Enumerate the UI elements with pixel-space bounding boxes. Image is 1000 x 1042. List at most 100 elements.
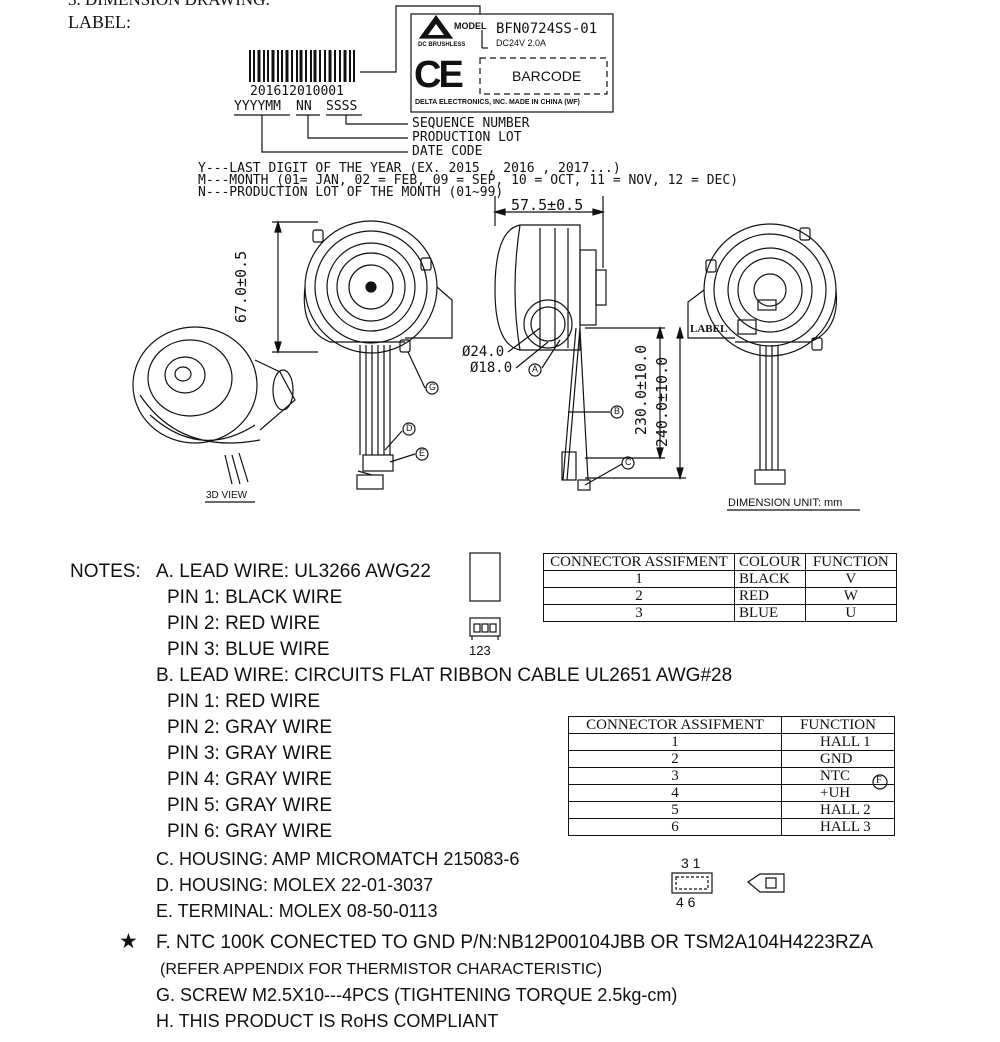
function-cell: GND [781, 750, 895, 768]
note-a-pin-3: PIN 3: BLUE WIRE [167, 639, 330, 660]
dim-lead-b: 240.0±10.0 [653, 356, 672, 448]
pin-cell: 6 [568, 818, 782, 836]
ntc-marker: F [876, 775, 882, 786]
date-code-label: DATE CODE [412, 144, 483, 159]
ribbon-pins-top: 3 1 [681, 855, 701, 871]
note-h: H. THIS PRODUCT IS RoHS COMPLIANT [156, 1011, 499, 1031]
dim-outlet-outer: Ø24.0 [462, 344, 505, 360]
note-b-pin-2: PIN 2: GRAY WIRE [167, 717, 333, 738]
dim-height: 67.0±0.5 [232, 250, 251, 324]
note-b-pin-3: PIN 3: GRAY WIRE [167, 743, 333, 764]
legend-month: M---MONTH (01= JAN, 02 = FEB, 09 = SEP, … [198, 173, 739, 188]
section-title: 3. DIMENSION DRAWING: [68, 0, 270, 10]
pin-cell: 2 [568, 750, 782, 768]
table-header-cell: COLOUR [734, 553, 806, 571]
note-f-sub: (REFER APPENDIX FOR THERMISTOR CHARACTER… [160, 961, 603, 978]
dim-width: 57.5±0.5 [511, 196, 584, 214]
table-header-cell: FUNCTION [804, 553, 898, 571]
connector-table-a: CONNECTOR ASSIFMENT COLOUR FUNCTION 1 BL… [543, 553, 898, 622]
colour-cell: RED [734, 587, 806, 605]
connector-3pin-icon [469, 552, 501, 640]
table-header-cell: FUNCTION [781, 716, 895, 734]
side-view [494, 224, 607, 491]
pattern-ssss: SSSS [326, 99, 358, 114]
table-row: 2 RED W [543, 587, 898, 605]
front-view [303, 220, 453, 490]
label-heading: LABEL: [68, 12, 131, 32]
table-row: 3 BLUE U [543, 604, 898, 622]
connector-6pin-icon [671, 872, 785, 894]
production-lot-label: PRODUCTION LOT [412, 130, 522, 145]
note-a-pin-1: PIN 1: BLACK WIRE [167, 587, 343, 608]
note-b-pin-5: PIN 5: GRAY WIRE [167, 795, 333, 816]
logo-caption: DC BRUSHLESS [418, 42, 466, 48]
table-row: 1 BLACK V [543, 570, 898, 588]
note-f: F. NTC 100K CONECTED TO GND P/N:NB12P001… [156, 932, 873, 953]
function-cell: U [804, 604, 898, 622]
legend-year: Y---LAST DIGIT OF THE YEAR (EX. 2015 , 2… [198, 161, 621, 176]
pin-cell: 3 [568, 767, 782, 785]
function-cell: +UH [781, 784, 895, 802]
view-3d-label: 3D VIEW [206, 490, 248, 501]
date-code-number: 201612010001 [250, 84, 344, 99]
callout-d: D [406, 423, 413, 433]
legend-lot: N---PRODUCTION LOT OF THE MONTH (01~99) [198, 185, 504, 200]
function-cell: HALL 2 [781, 801, 895, 819]
pin-cell: 5 [568, 801, 782, 819]
connector-3pin-numbers: 123 [469, 643, 491, 658]
ce-mark: CE [414, 54, 464, 96]
pattern-nn: NN [296, 99, 312, 114]
pin-cell: 3 [543, 604, 735, 622]
note-b-pin-4: PIN 4: GRAY WIRE [167, 769, 333, 790]
pin-cell: 2 [543, 587, 735, 605]
callout-g: G [429, 382, 437, 392]
dim-outlet-inner: Ø18.0 [470, 360, 513, 376]
callout-e: E [419, 448, 426, 458]
function-cell: HALL 1 [781, 733, 895, 751]
ribbon-pins-bottom: 4 6 [676, 894, 696, 910]
callout-b: B [614, 406, 621, 416]
callout-c: C [625, 457, 632, 467]
barcode-placeholder: BARCODE [512, 68, 582, 84]
function-cell: W [804, 587, 898, 605]
pin-cell: 1 [568, 733, 782, 751]
pin-cell: 4 [568, 784, 782, 802]
barcode-icon [249, 50, 355, 82]
manufacturer-text: DELTA ELECTRONICS, INC. MADE IN CHINA (W… [415, 99, 580, 106]
star-icon: ★ [119, 930, 138, 953]
unit-note: DIMENSION UNIT: mm [728, 497, 843, 509]
table-header-cell: CONNECTOR ASSIFMENT [543, 553, 735, 571]
note-g: G. SCREW M2.5X10---4PCS (TIGHTENING TORQ… [156, 985, 678, 1005]
note-c: C. HOUSING: AMP MICROMATCH 215083-6 [156, 849, 520, 869]
callout-a: A [532, 364, 539, 374]
dim-lead-a: 230.0±10.0 [632, 344, 651, 436]
pattern-yyyymm: YYYYMM [234, 99, 281, 114]
note-b-title: B. LEAD WIRE: CIRCUITS FLAT RIBBON CABLE… [156, 665, 733, 686]
note-a-title: A. LEAD WIRE: UL3266 AWG22 [156, 561, 431, 582]
table-header-row: CONNECTOR ASSIFMENT FUNCTION [568, 716, 895, 734]
note-b-pin-1: PIN 1: RED WIRE [167, 691, 321, 712]
label-box [410, 13, 614, 113]
notes-prefix: NOTES: [70, 561, 141, 582]
pin-cell: 1 [543, 570, 735, 588]
back-view [687, 223, 860, 511]
rating-text: DC24V 2.0A [496, 38, 547, 48]
model-value: BFN0724SS-01 [496, 21, 598, 37]
colour-cell: BLUE [734, 604, 806, 622]
note-a-pin-2: PIN 2: RED WIRE [167, 613, 321, 634]
model-tag: MODEL [454, 21, 487, 31]
function-cell: HALL 3 [781, 818, 895, 836]
colour-cell: BLACK [734, 570, 806, 588]
note-e: E. TERMINAL: MOLEX 08-50-0113 [156, 901, 438, 921]
function-cell: V [804, 570, 898, 588]
table-row: 4+UH [568, 784, 895, 802]
3d-view [132, 326, 296, 503]
note-d: D. HOUSING: MOLEX 22-01-3037 [156, 875, 434, 895]
